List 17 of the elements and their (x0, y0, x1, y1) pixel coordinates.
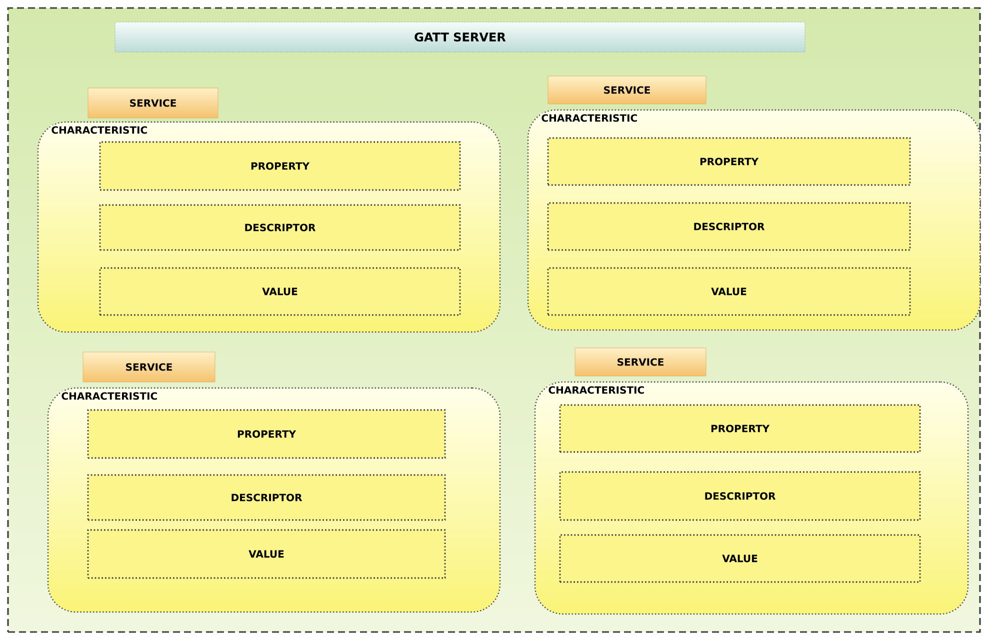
attribute-box: PROPERTY (99, 141, 461, 191)
service-tab: SERVICE (574, 348, 706, 376)
attribute-box: DESCRIPTOR (559, 471, 921, 521)
service-tab: SERVICE (548, 76, 706, 104)
service-tab: SERVICE (82, 352, 216, 382)
attribute-box: DESCRIPTOR (547, 202, 911, 251)
attribute-box: VALUE (559, 534, 921, 583)
attribute-box: PROPERTY (547, 137, 911, 186)
attribute-box: DESCRIPTOR (99, 204, 461, 251)
service-tab: SERVICE (88, 88, 218, 118)
attribute-box: VALUE (547, 267, 911, 316)
title-banner: GATT SERVER (114, 22, 806, 52)
attribute-box: PROPERTY (87, 409, 446, 459)
attribute-box: DESCRIPTOR (87, 474, 446, 521)
attribute-box: VALUE (99, 267, 461, 316)
attribute-box: VALUE (87, 529, 446, 579)
attribute-box: PROPERTY (559, 404, 921, 453)
